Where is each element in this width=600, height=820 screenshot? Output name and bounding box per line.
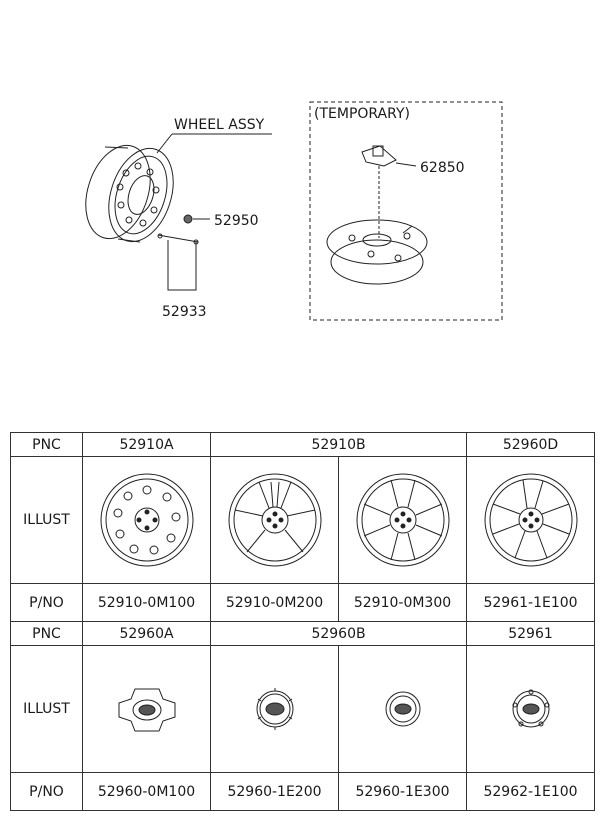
wheel-assy-label: WHEEL ASSY (174, 117, 265, 133)
illust-cell (82, 456, 211, 584)
alloy-wheel-5-spoke-icon (228, 473, 321, 567)
pno-cell: 52910-0M100 (82, 583, 211, 622)
wheel-exploded-diagram: WHEEL ASSY (TEMPORARY) 52950 52933 62850 (85, 101, 503, 321)
row-label-pno: P/NO (10, 583, 83, 622)
illust-cell (466, 645, 596, 773)
row-label-pnc: PNC (10, 621, 83, 646)
parts-table: PNC 52910A 52910B 52960D ILLUST (10, 432, 596, 811)
table-row: P/NO 52910-0M100 52910-0M200 52910-0M300… (10, 583, 596, 622)
illust-cell (210, 645, 339, 773)
pnc-cell: 52960B (209, 621, 468, 646)
temporary-label: (TEMPORARY) (314, 106, 410, 122)
pno-cell: 52960-1E200 (210, 772, 339, 811)
row-label-illust: ILLUST (10, 645, 83, 773)
pno-cell: 52910-0M200 (210, 583, 339, 622)
center-cap-small-icon (512, 689, 550, 728)
pnc-cell: 52910B (209, 432, 468, 457)
illust-cell (210, 456, 339, 584)
pnc-cell: 52960A (82, 621, 211, 646)
row-label-pno: P/NO (10, 772, 83, 811)
row-label-illust: ILLUST (10, 456, 83, 584)
table-row: ILLUST (10, 645, 596, 773)
wheel-assy-leader (156, 133, 173, 154)
pnc-cell: 52960D (466, 432, 596, 457)
valve-52933-part (157, 233, 199, 291)
illust-cell (82, 645, 211, 773)
center-cap-round-ribbed-icon (256, 688, 293, 730)
pnc-cell: 52910A (82, 432, 211, 457)
callout-52950: 52950 (214, 213, 259, 229)
table-row: PNC 52910A 52910B 52960D (10, 432, 596, 457)
pno-cell: 52962-1E100 (466, 772, 596, 811)
spare-wheel-illustration (326, 219, 428, 285)
table-row: PNC 52960A 52960B 52961 (10, 621, 596, 646)
alloy-wheel-split-spoke-icon (356, 473, 449, 567)
table-row: P/NO 52960-0M100 52960-1E200 52960-1E300… (10, 772, 596, 811)
illust-cell (337, 645, 468, 773)
center-cap-round-plain-icon (385, 691, 420, 727)
steel-wheel-illustration (85, 144, 174, 243)
callout-62850: 62850 (420, 160, 465, 176)
pno-cell: 52910-0M300 (337, 583, 468, 622)
center-cap-cross-icon (118, 688, 175, 732)
pno-cell: 52961-1E100 (466, 583, 596, 622)
illust-cell (337, 456, 468, 584)
callout-52933: 52933 (162, 304, 207, 320)
pno-cell: 52960-1E300 (337, 772, 468, 811)
temporary-spare-box (309, 101, 503, 321)
alloy-wheel-7-spoke-icon (484, 473, 578, 567)
row-label-pnc: PNC (10, 432, 83, 457)
illust-cell (466, 456, 596, 584)
pno-cell: 52960-0M100 (82, 772, 211, 811)
nut-52950-part (183, 214, 210, 224)
table-row: ILLUST (10, 456, 596, 584)
steel-wheel-icon (100, 473, 193, 567)
pnc-cell: 52961 (466, 621, 596, 646)
bracket-62850-part (361, 145, 417, 238)
